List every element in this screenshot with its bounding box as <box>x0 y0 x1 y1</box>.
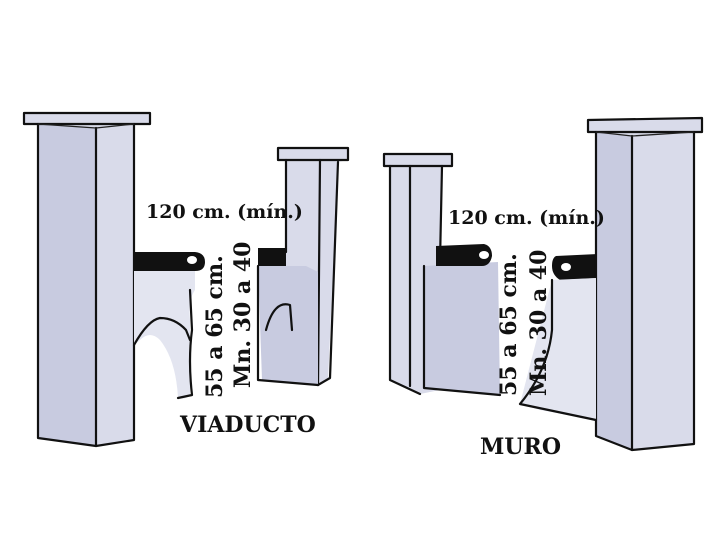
viaducto-left-pillar <box>22 111 152 448</box>
viaducto-drawing: 120 cm. (mín.) 55 a 65 cm. Mn. 30 a 40 V… <box>22 111 350 448</box>
viaducto-height-outer-label: 55 a 65 cm. <box>202 255 228 398</box>
muro-right-pillar <box>518 116 704 452</box>
muro-height-inner-label: Mn. 30 a 40 <box>526 250 552 396</box>
viaducto-right-pillar <box>256 146 350 387</box>
muro-left-pillar <box>382 152 502 397</box>
muro-width-label: 120 cm. (mín.) <box>448 207 605 229</box>
muro-height-outer-label: 55 a 65 cm. <box>496 253 522 396</box>
viaducto-title: VIADUCTO <box>179 412 316 438</box>
viaducto-height-inner-label: Mn. 30 a 40 <box>230 242 256 388</box>
muro-drawing: 120 cm. (mín.) 55 a 65 cm. Mn. 30 a 40 M… <box>382 116 704 460</box>
muro-title: MURO <box>480 434 561 460</box>
viaducto-width-label: 120 cm. (mín.) <box>146 201 303 223</box>
viaducto-arch <box>132 270 195 400</box>
muro-rail <box>436 244 598 280</box>
